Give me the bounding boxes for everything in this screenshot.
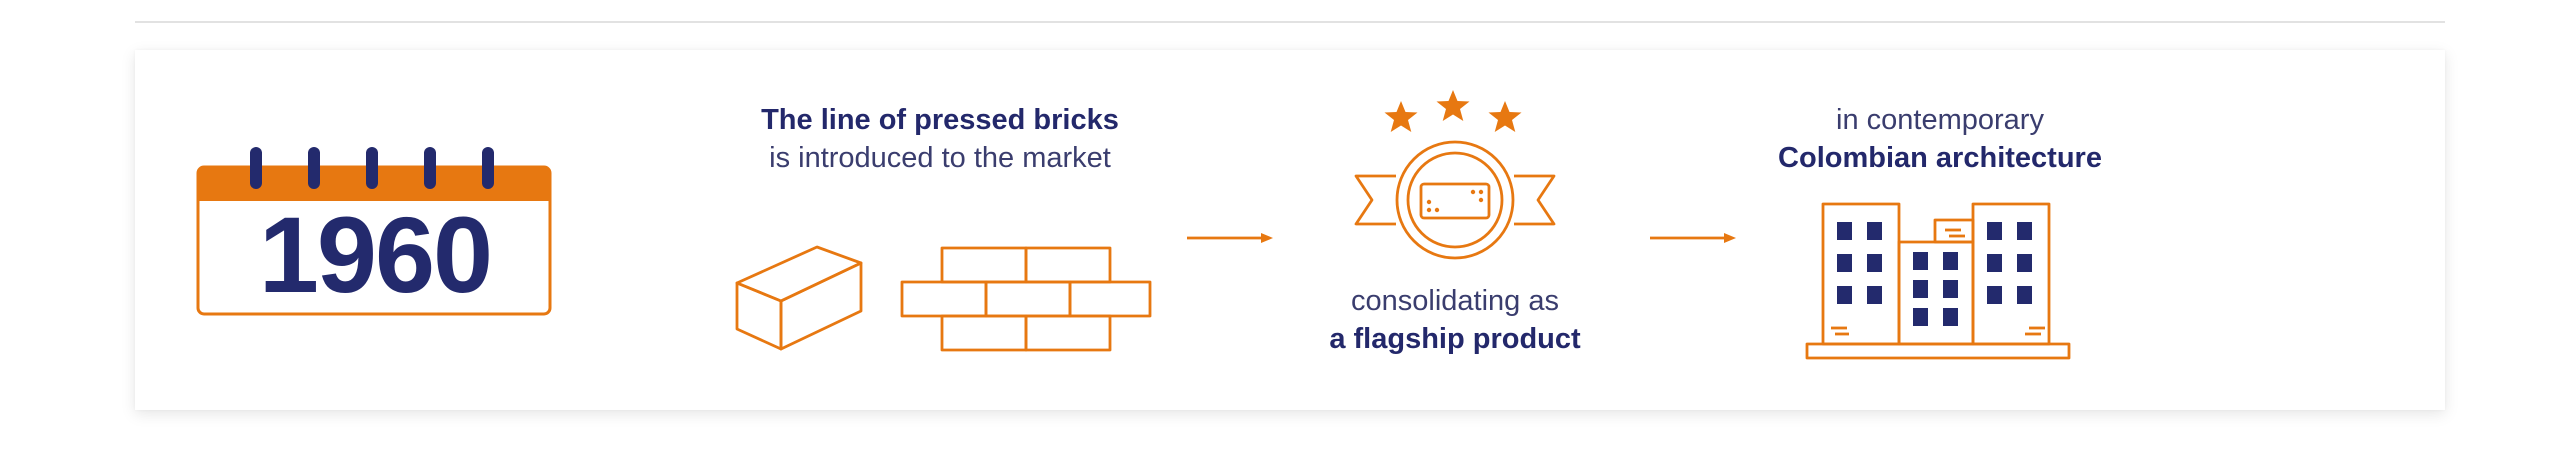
step-bricks-subtitle: is introduced to the market [769,142,1111,174]
star-icon [1384,101,1418,132]
step-bricks-title: The line of pressed bricks [761,104,1119,136]
brick-icon [735,245,863,351]
brick-wall-icon [900,246,1152,352]
step-architecture-text: in contemporary Colombian architecture [1730,101,2150,177]
building-icon [1805,202,2071,360]
step-architecture-subtitle: in contemporary [1836,104,2044,136]
divider-line [135,21,2445,23]
arrow-right-icon [1650,233,1736,243]
step-flagship-title: a flagship product [1329,323,1581,355]
star-icon [1436,90,1470,121]
step-bricks-text: The line of pressed bricks is introduced… [690,101,1190,177]
star-icon [1488,101,1522,132]
step-flagship-subtitle: consolidating as [1351,285,1559,317]
calendar-icon [196,147,552,316]
step-architecture-title: Colombian architecture [1778,142,2102,174]
year-label: 1960 [258,194,493,315]
arrow-right-icon [1187,233,1273,243]
award-badge-icon [1354,140,1556,260]
step-flagship-text: consolidating as a flagship product [1255,282,1655,358]
